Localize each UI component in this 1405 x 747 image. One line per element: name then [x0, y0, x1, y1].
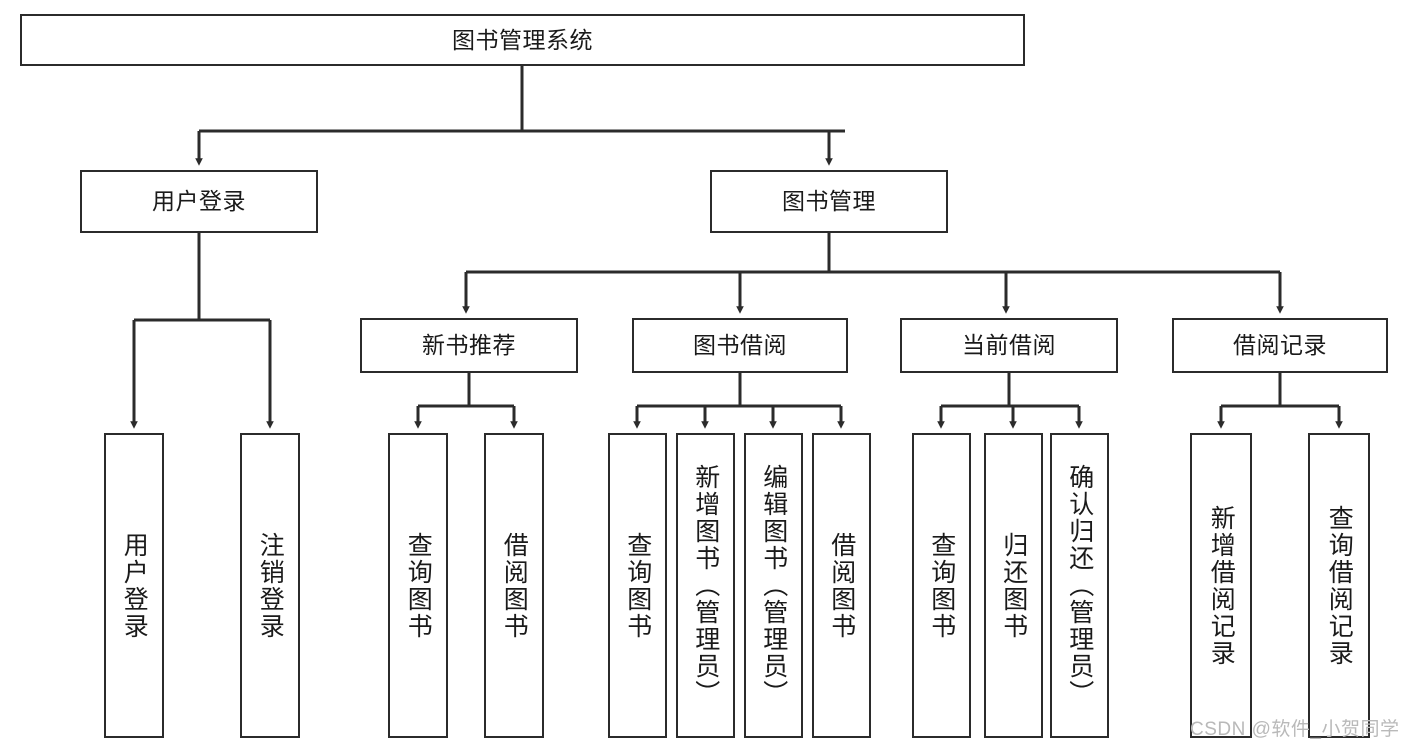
- leaf-borrow-book-recommend[interactable]: 借阅图书: [484, 433, 544, 738]
- node-root-label: 图书管理系统: [452, 26, 593, 53]
- node-user-login[interactable]: 用户登录: [80, 170, 318, 233]
- leaf-query-book-current-label: 查询图书: [927, 531, 956, 640]
- leaf-add-borrow-record-label: 新增借阅记录: [1207, 504, 1236, 667]
- node-book-management-label: 图书管理: [782, 188, 876, 215]
- leaf-logout-label: 注销登录: [256, 531, 285, 640]
- leaf-query-borrow-record[interactable]: 查询借阅记录: [1308, 433, 1370, 738]
- leaf-edit-book-admin-label: 编辑图书（管理员）: [759, 464, 788, 707]
- leaf-query-book-recommend-label: 查询图书: [404, 531, 433, 640]
- node-book-borrow-label: 图书借阅: [693, 332, 787, 359]
- node-borrow-record-label: 借阅记录: [1233, 332, 1327, 359]
- node-current-borrow-label: 当前借阅: [962, 332, 1056, 359]
- leaf-return-book[interactable]: 归还图书: [984, 433, 1043, 738]
- leaf-borrow-book-label: 借阅图书: [827, 531, 856, 640]
- leaf-query-book-borrow-label: 查询图书: [623, 531, 652, 640]
- node-current-borrow[interactable]: 当前借阅: [900, 318, 1118, 373]
- leaf-query-book-borrow[interactable]: 查询图书: [608, 433, 667, 738]
- leaf-add-borrow-record[interactable]: 新增借阅记录: [1190, 433, 1252, 738]
- leaf-confirm-return-admin-label: 确认归还（管理员）: [1065, 464, 1094, 707]
- leaf-borrow-book[interactable]: 借阅图书: [812, 433, 871, 738]
- leaf-query-borrow-record-label: 查询借阅记录: [1325, 504, 1354, 667]
- watermark: CSDN @软件_小贺同学: [1190, 719, 1400, 740]
- leaf-query-book-recommend[interactable]: 查询图书: [388, 433, 448, 738]
- node-book-borrow[interactable]: 图书借阅: [632, 318, 848, 373]
- leaf-edit-book-admin[interactable]: 编辑图书（管理员）: [744, 433, 803, 738]
- leaf-borrow-book-recommend-label: 借阅图书: [500, 531, 529, 640]
- leaf-confirm-return-admin[interactable]: 确认归还（管理员）: [1050, 433, 1109, 738]
- node-new-book-recommend[interactable]: 新书推荐: [360, 318, 578, 373]
- node-borrow-record[interactable]: 借阅记录: [1172, 318, 1388, 373]
- node-new-book-recommend-label: 新书推荐: [422, 332, 516, 359]
- node-user-login-label: 用户登录: [152, 188, 246, 215]
- leaf-user-login[interactable]: 用户登录: [104, 433, 164, 738]
- leaf-add-book-admin[interactable]: 新增图书（管理员）: [676, 433, 735, 738]
- leaf-query-book-current[interactable]: 查询图书: [912, 433, 971, 738]
- leaf-user-login-label: 用户登录: [120, 531, 149, 640]
- node-book-management[interactable]: 图书管理: [710, 170, 948, 233]
- leaf-add-book-admin-label: 新增图书（管理员）: [691, 464, 720, 707]
- leaf-logout[interactable]: 注销登录: [240, 433, 300, 738]
- node-root[interactable]: 图书管理系统: [20, 14, 1025, 66]
- leaf-return-book-label: 归还图书: [999, 531, 1028, 640]
